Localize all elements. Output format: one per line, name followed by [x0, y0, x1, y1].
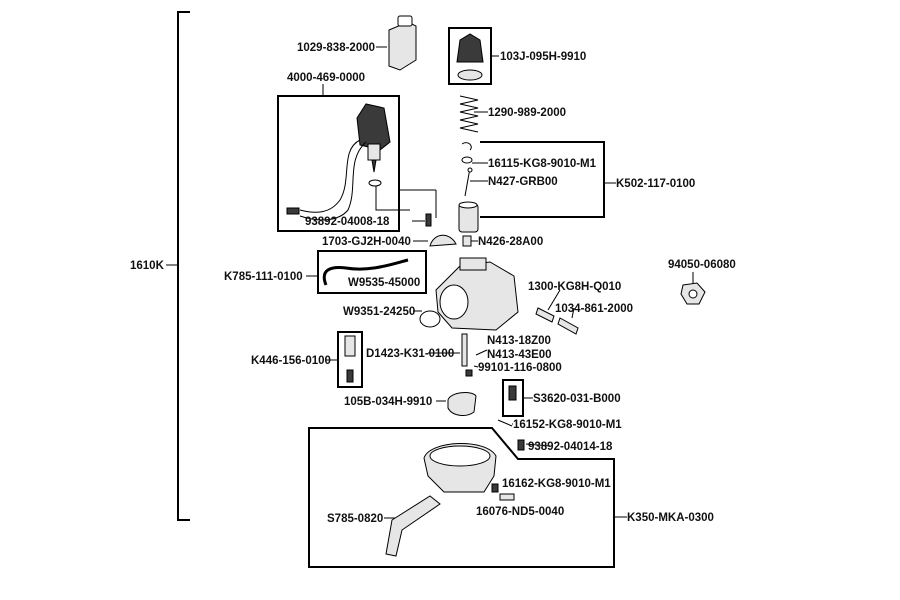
- label-hose: W9535-45000: [348, 277, 420, 289]
- small-jet: [462, 235, 472, 247]
- label-valve-set: S3620-031-B000: [533, 393, 621, 405]
- label-pin: 16152-KG8-9010-M1: [513, 419, 622, 431]
- cap-cover: [388, 15, 417, 71]
- label-washer: 16076-ND5-0040: [476, 506, 564, 518]
- carburetor-body: [435, 257, 519, 331]
- label-clip: 16115-KG8-9010-M1: [488, 158, 597, 170]
- label-jet-c: N413-43E00: [487, 349, 552, 361]
- label-jet-b: N413-18Z00: [487, 335, 551, 347]
- label-auto-choke: 4000-469-0000: [287, 72, 365, 84]
- o-ring: [419, 310, 441, 328]
- label-holder: 1703-GJ2H-0040: [322, 236, 411, 248]
- fuel-hose: [322, 258, 409, 286]
- label-screw-b: 1034-861-2000: [555, 303, 633, 315]
- label-piston-set: K502-117-0100: [616, 178, 695, 190]
- label-needle: N427-GRB00: [488, 176, 558, 188]
- label-jet-set: K446-156-0100: [251, 355, 331, 367]
- label-screw-c: 93892-04014-18: [528, 441, 613, 453]
- drain-screw: [491, 483, 515, 501]
- label-oring: W9351-24250: [343, 306, 415, 318]
- auto-choke-frame: [277, 95, 400, 232]
- drain-tube: [385, 495, 441, 557]
- label-nut: 94050-06080: [668, 259, 736, 271]
- leader-lines: [306, 46, 694, 519]
- main-jet-parts: [344, 335, 356, 383]
- label-choke-kit: 103J-095H-9910: [500, 51, 586, 63]
- bowl-screw: [517, 439, 525, 451]
- label-float: 105B-034H-9910: [344, 396, 432, 408]
- hose-set-frame: [317, 250, 427, 294]
- label-jet-a: N426-28A00: [478, 236, 543, 248]
- label-bowl-set: K350-MKA-0300: [627, 512, 714, 524]
- holder-bracket: [429, 234, 457, 247]
- label-cap-cover: 1029-838-2000: [297, 42, 375, 54]
- jet-needle: [464, 167, 473, 197]
- piston: [458, 201, 479, 233]
- label-drain-tube: S785-0820: [327, 513, 383, 525]
- float-bowl: [423, 443, 497, 493]
- label-assembly: 1610K: [130, 260, 165, 272]
- label-screw-set: 1300-KG8H-Q010: [528, 281, 621, 293]
- choke-boot: [456, 33, 484, 81]
- assembly-bracket: [166, 11, 190, 521]
- float-valve: [508, 385, 517, 401]
- adjust-screws: [535, 307, 579, 335]
- label-drain-screw: 16162-KG8-9010-M1: [502, 478, 611, 490]
- label-jet-d: 99101-116-0800: [478, 362, 562, 374]
- label-hose-set: K785-111-0100: [224, 271, 303, 283]
- small-screw: [425, 213, 432, 227]
- float-pin: [497, 419, 513, 427]
- spring: [459, 95, 479, 133]
- piston-set-frame: [480, 141, 605, 218]
- needle-jet: [461, 333, 473, 377]
- float: [447, 392, 477, 416]
- label-spring: 1290-989-2000: [488, 107, 566, 119]
- clip-parts: [461, 142, 473, 164]
- label-screw-a: 93892-04008-18: [305, 216, 390, 228]
- label-needle-jet: D1423-K31-0100: [366, 348, 454, 360]
- auto-choke-unit: [286, 103, 391, 221]
- flange-nut: [680, 282, 706, 305]
- bowl-set-frame: [308, 427, 615, 568]
